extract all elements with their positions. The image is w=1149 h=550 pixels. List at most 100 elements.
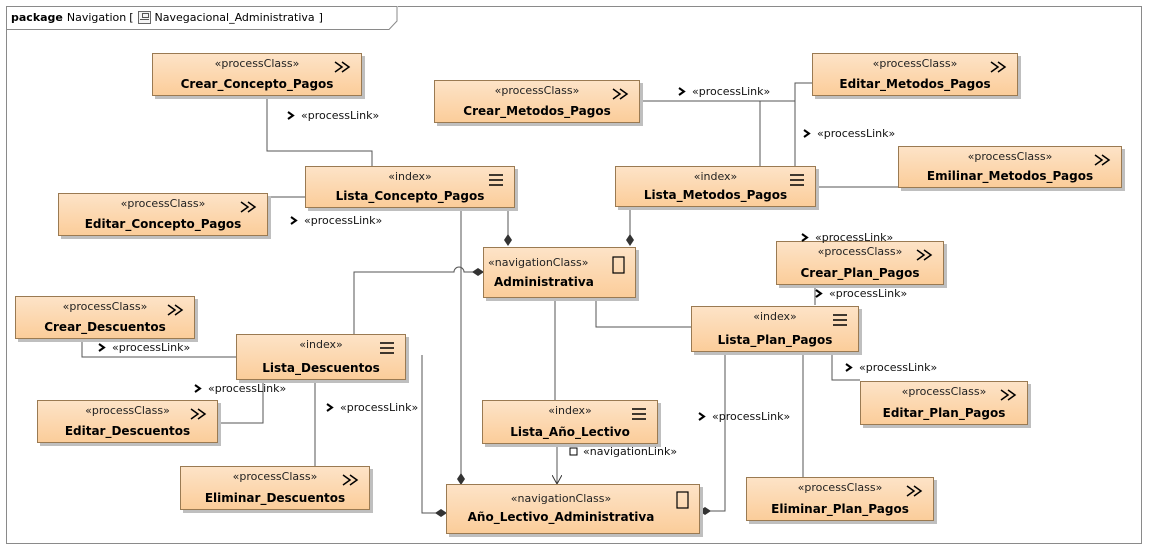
navigation-link-square-icon [568,446,579,457]
node-stereotype: «processClass» [232,470,318,483]
node-lista-descuentos[interactable]: «index» Lista_Descuentos [236,334,406,380]
navigation-box-icon [671,491,693,509]
process-link-arrow-icon [814,288,825,299]
node-eliminar-plan-pagos[interactable]: «processClass» Eliminar_Plan_Pagos [746,477,934,521]
node-stereotype: «processClass» [872,57,958,70]
header-bracket-close: ] [318,11,323,24]
process-chevron-icon [998,387,1020,403]
process-chevron-icon [914,247,936,263]
node-name: Emilinar_Metodos_Pagos [926,169,1094,183]
process-chevron-icon [238,199,260,215]
process-chevron-icon [610,86,632,102]
index-list-icon [485,172,507,188]
node-name: Editar_Concepto_Pagos [84,217,242,231]
node-name: Crear_Concepto_Pagos [180,77,334,91]
link-label: «processLink» [286,109,379,122]
node-stereotype: «processClass» [214,57,300,70]
node-name: Lista_Metodos_Pagos [643,188,788,202]
index-list-icon [628,406,650,422]
node-stereotype: «navigationClass» [510,492,612,505]
link-label: «processLink» [677,85,770,98]
node-emilinar-metodos-pagos[interactable]: «processClass» Emilinar_Metodos_Pagos [898,146,1122,188]
process-chevron-icon [904,483,926,499]
process-link-arrow-icon [193,383,204,394]
node-editar-concepto-pagos[interactable]: «processClass» Editar_Concepto_Pagos [58,193,268,236]
node-name: Administrativa [494,275,594,289]
process-link-arrow-icon [844,362,855,373]
node-lista-anio-lectivo[interactable]: «index» Lista_Año_Lectivo [482,400,658,444]
link-crear-concepto[interactable] [266,96,373,166]
process-chevron-icon [332,59,354,75]
node-editar-descuentos[interactable]: «processClass» Editar_Descuentos [37,400,218,443]
node-name: Editar_Descuentos [64,424,191,438]
link-label: «processLink» [844,361,937,374]
process-link-arrow-icon [802,128,813,139]
header-tab-outline [6,6,398,30]
node-stereotype: «index» [753,310,797,323]
node-stereotype: «processClass» [85,404,170,417]
diagram-header-tab: package Navigation [ Navegacional_Admini… [6,6,398,30]
node-stereotype: «processClass» [817,245,903,258]
node-lista-plan-pagos[interactable]: «index» Lista_Plan_Pagos [691,306,859,352]
process-chevron-icon [340,472,362,488]
link-label: «processLink» [325,401,418,414]
link-descuentos-anio[interactable] [421,355,447,517]
header-bracket-open: [ [129,11,134,24]
link-descuentos-admin[interactable] [353,266,484,334]
process-link-arrow-icon [325,402,336,413]
node-crear-concepto-pagos[interactable]: «processClass» Crear_Concepto_Pagos [152,53,362,96]
index-list-icon [786,172,808,188]
node-crear-plan-pagos[interactable]: «processClass» Crear_Plan_Pagos [776,241,944,285]
node-name: Crear_Metodos_Pagos [463,104,611,118]
index-list-icon [829,312,851,328]
node-name: Lista_Año_Lectivo [510,425,630,439]
node-crear-descuentos[interactable]: «processClass» Crear_Descuentos [15,296,195,339]
node-editar-plan-pagos[interactable]: «processClass» Editar_Plan_Pagos [860,381,1028,425]
node-name: Lista_Descuentos [262,361,380,375]
link-editar-plan[interactable] [831,352,860,381]
link-admin-plan[interactable] [592,287,691,328]
node-name: Crear_Descuentos [44,320,166,334]
node-name: Lista_Plan_Pagos [717,333,833,347]
node-lista-concepto-pagos[interactable]: «index» Lista_Concepto_Pagos [305,166,515,208]
link-label: «navigationLink» [568,445,677,458]
node-eliminar-descuentos[interactable]: «processClass» Eliminar_Descuentos [180,466,370,510]
node-name: Editar_Metodos_Pagos [839,77,991,91]
node-stereotype: «navigationClass» [488,256,589,269]
link-label: «processLink» [814,287,907,300]
process-chevron-icon [165,302,187,318]
process-link-arrow-icon [97,342,108,353]
node-stereotype: «processClass» [62,300,148,313]
process-chevron-icon [988,59,1010,75]
node-stereotype: «processClass» [901,385,987,398]
node-name: Lista_Concepto_Pagos [335,189,485,203]
node-stereotype: «processClass» [494,84,580,97]
process-link-arrow-icon [800,232,811,243]
header-title: package Navigation [ Navegacional_Admini… [11,11,323,24]
header-diagram-name[interactable]: Navegacional_Administrativa [154,11,315,24]
link-editar-descuentos[interactable] [218,380,264,424]
process-link-arrow-icon [697,411,708,422]
node-lista-metodos-pagos[interactable]: «index» Lista_Metodos_Pagos [615,166,816,207]
node-stereotype: «index» [299,338,343,351]
node-name: Eliminar_Descuentos [204,491,346,505]
node-editar-metodos-pagos[interactable]: «processClass» Editar_Metodos_Pagos [812,53,1018,96]
index-list-icon [376,340,398,356]
node-crear-metodos-pagos[interactable]: «processClass» Crear_Metodos_Pagos [434,80,640,123]
link-label: «processLink» [800,231,893,244]
link-crear-lista-metodos[interactable] [640,100,761,166]
node-name: Crear_Plan_Pagos [800,266,920,280]
link-plan-anio[interactable] [699,352,726,515]
node-anio-lectivo-administrativa[interactable]: «navigationClass» Año_Lectivo_Administra… [446,484,700,534]
link-label: «processLink» [697,410,790,423]
diagram-type-icon [137,11,151,24]
link-crear-descuentos[interactable] [81,339,236,358]
node-name: Editar_Plan_Pagos [882,406,1006,420]
node-stereotype: «processClass» [797,481,883,494]
header-keyword: package [11,11,63,24]
process-link-arrow-icon [289,215,300,226]
node-administrativa[interactable]: «navigationClass» Administrativa [483,247,636,298]
node-stereotype: «index» [548,404,592,417]
